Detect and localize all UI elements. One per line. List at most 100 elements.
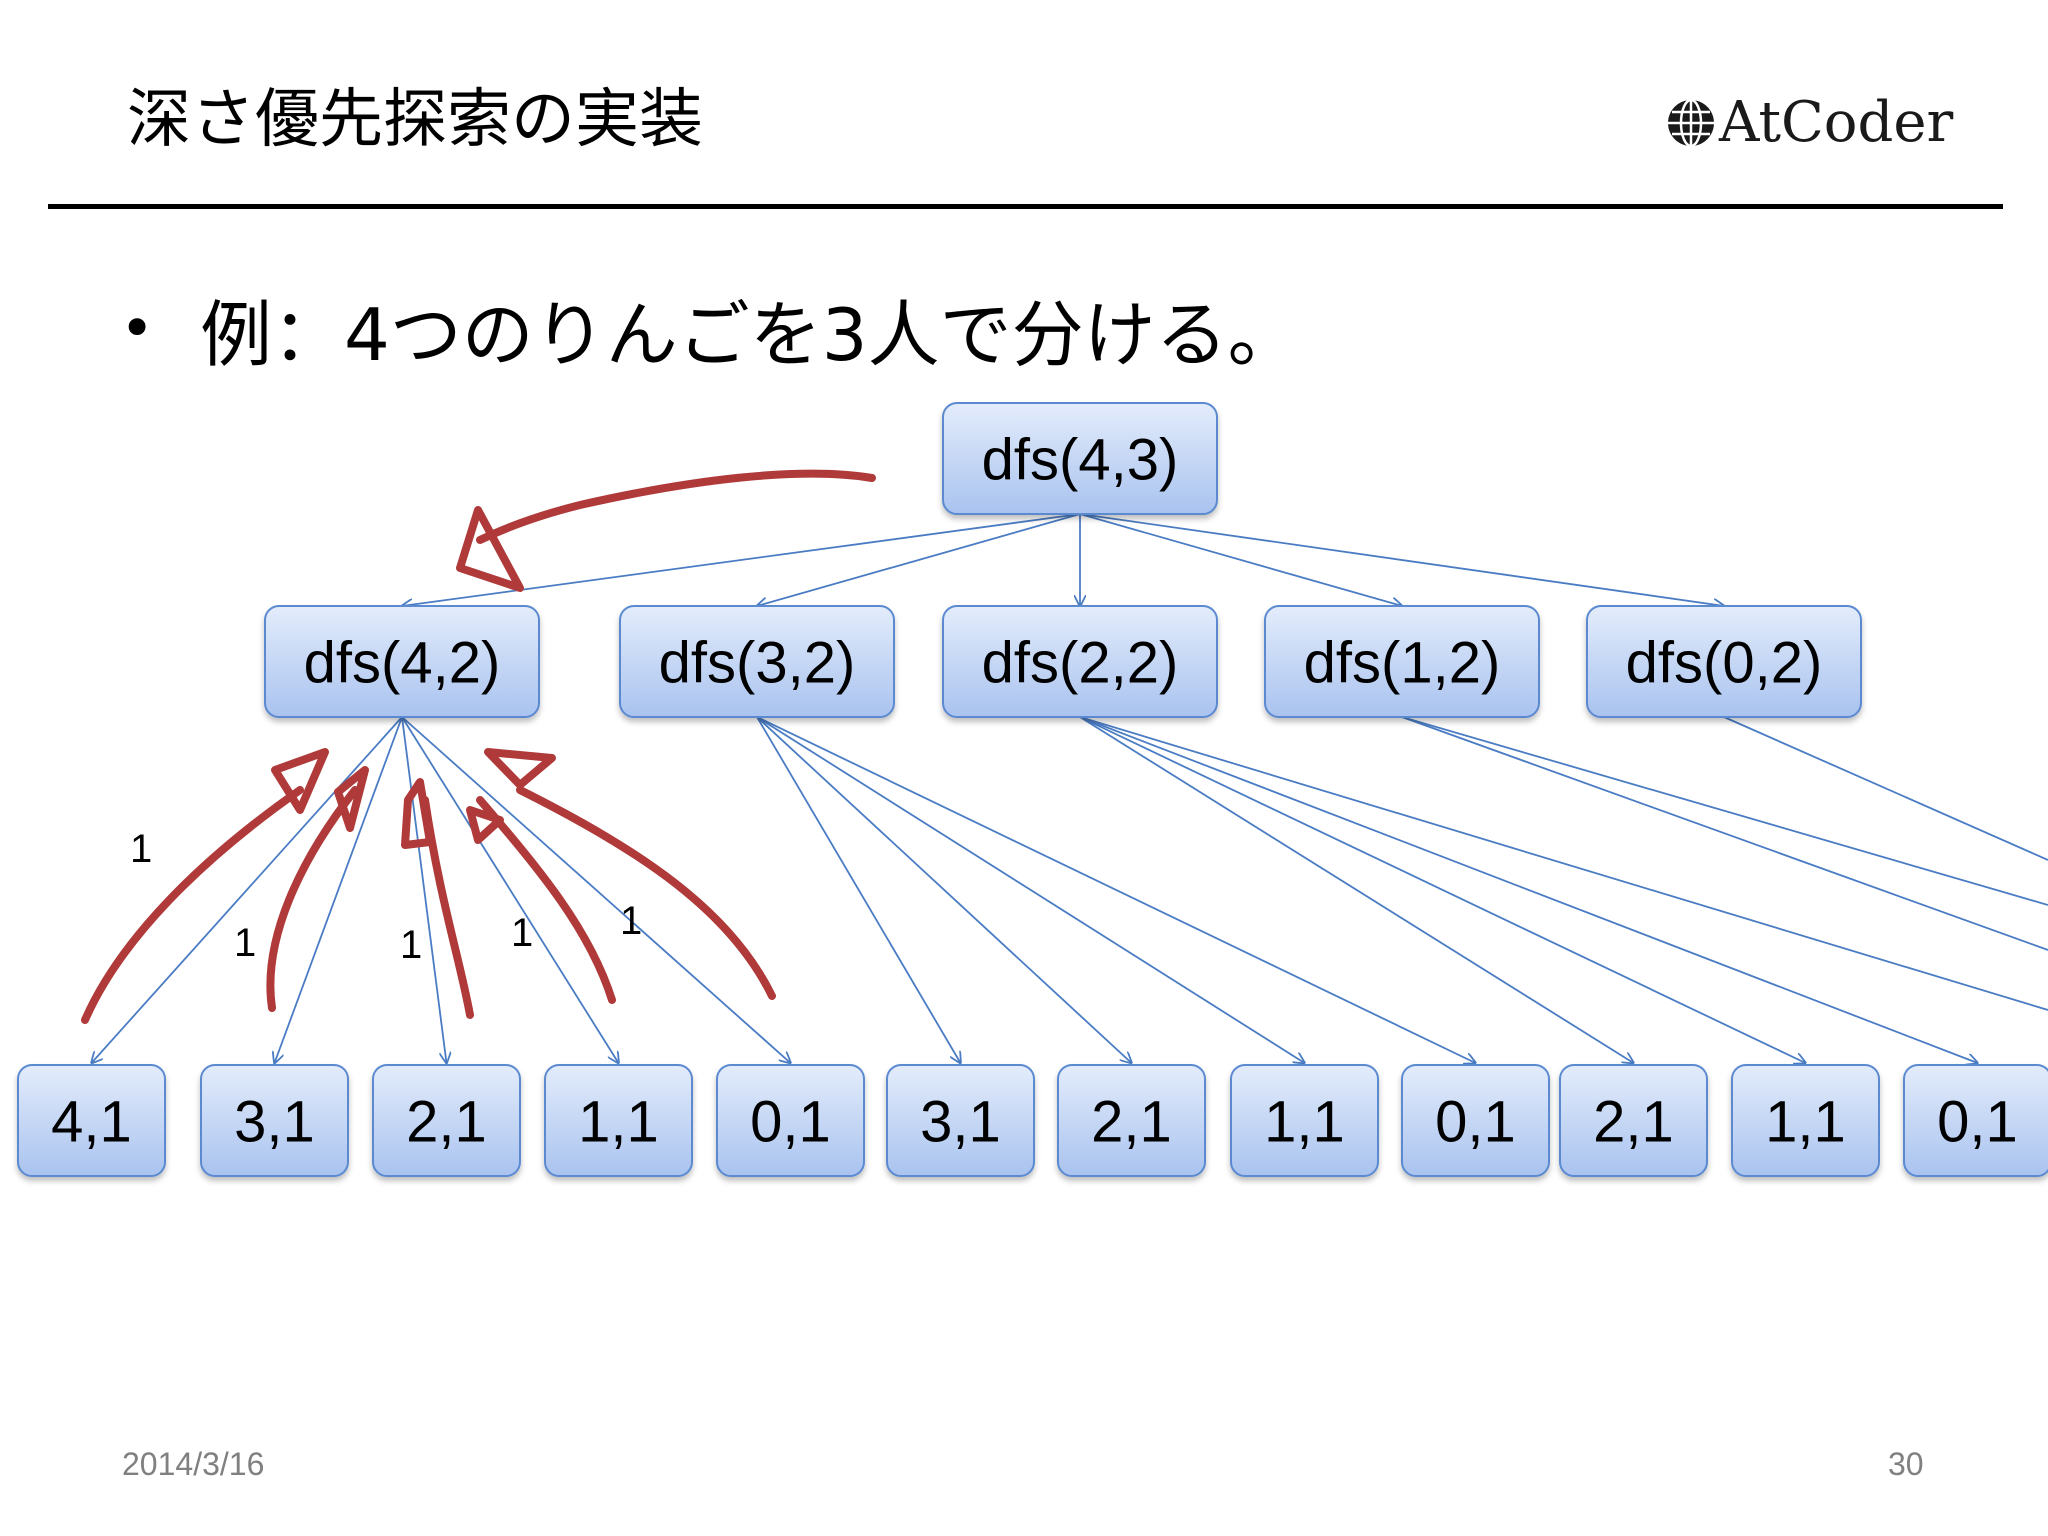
edge-root-to-l1-1 xyxy=(757,513,1081,606)
node-level2-0-label: 4,1 xyxy=(51,1089,132,1154)
node-level2-11-box xyxy=(1903,1064,2048,1177)
edge-l1-to-l2-7 xyxy=(756,716,1305,1063)
node-level2-3-box xyxy=(544,1064,693,1177)
node-level2-7: 1,1 xyxy=(1230,1064,1379,1177)
return-value-label: 1 xyxy=(511,911,533,955)
node-level2-1-box xyxy=(200,1064,349,1177)
edge-l1-to-l2-10 xyxy=(1079,716,1806,1063)
edge-offscreen-0 xyxy=(1079,716,2048,1011)
node-level2-11-label: 0,1 xyxy=(1937,1089,2018,1154)
bullet-item: • 例：4つのりんごを3人で分ける。 xyxy=(120,283,1300,377)
edge-root-to-l1-3 xyxy=(1079,513,1402,606)
annotation-return-arrowhead-3 xyxy=(401,778,434,849)
bullet-text: 例：4つのりんごを3人で分ける。 xyxy=(200,292,1300,377)
node-level1-0: dfs(4,2) xyxy=(264,605,540,718)
node-level2-9-label: 2,1 xyxy=(1593,1089,1674,1154)
edge-l1-to-l2-8 xyxy=(756,716,1476,1063)
edge-l1-to-l2-11 xyxy=(1079,716,1978,1063)
annotation-arrowhead-root xyxy=(456,506,524,592)
node-level2-9: 2,1 xyxy=(1559,1064,1708,1177)
title-divider xyxy=(48,204,2003,209)
node-level2-1-label: 3,1 xyxy=(234,1089,315,1154)
node-level1-1: dfs(3,2) xyxy=(619,605,895,718)
node-level1-3: dfs(1,2) xyxy=(1264,605,1540,718)
node-level2-6-box xyxy=(1057,1064,1206,1177)
annotation-return-arrow-2 xyxy=(266,786,359,1012)
edge-root-to-l1-0 xyxy=(402,513,1081,606)
node-level2-5: 3,1 xyxy=(886,1064,1035,1177)
node-level1-4-label: dfs(0,2) xyxy=(1626,630,1823,695)
annotation-return-arrowhead-4 xyxy=(466,806,504,844)
footer-date: 2014/3/16 xyxy=(122,1446,265,1482)
node-level2-3: 1,1 xyxy=(544,1064,693,1177)
annotation-return-arrowhead-1 xyxy=(271,748,329,814)
node-level2-8-label: 0,1 xyxy=(1435,1089,1516,1154)
node-level2-0-box xyxy=(17,1064,166,1177)
return-value-label: 1 xyxy=(130,827,152,871)
node-level2-2: 2,1 xyxy=(372,1064,521,1177)
node-level2-4-box xyxy=(716,1064,865,1177)
node-level2-11: 0,1 xyxy=(1903,1064,2048,1177)
node-level2-8-box xyxy=(1401,1064,1550,1177)
edge-l1-to-l2-4 xyxy=(401,716,791,1063)
page-number: 30 xyxy=(1888,1446,1924,1482)
node-level1-1-box xyxy=(619,605,895,718)
atcoder-logo: AtCoder xyxy=(1665,92,1953,154)
node-level1-0-box xyxy=(264,605,540,718)
slide-title: 深さ優先探索の実装 xyxy=(127,83,703,157)
edge-l1-to-l2-0 xyxy=(92,716,403,1063)
node-level2-7-box xyxy=(1230,1064,1379,1177)
node-level2-2-box xyxy=(372,1064,521,1177)
node-level1-3-label: dfs(1,2) xyxy=(1304,630,1501,695)
node-level1-2-label: dfs(2,2) xyxy=(982,630,1179,695)
edge-l1-to-l2-3 xyxy=(401,716,619,1063)
edge-l1-to-l2-1 xyxy=(275,716,403,1063)
return-value-label: 1 xyxy=(234,921,256,965)
node-level2-2-label: 2,1 xyxy=(406,1089,487,1154)
node-level1-2-box xyxy=(942,605,1218,718)
edge-offscreen-2 xyxy=(1401,716,2048,951)
annotation-return-arrow-4 xyxy=(476,796,616,1004)
annotation-return-arrowhead-2 xyxy=(334,766,369,832)
annotation-return-arrow-5 xyxy=(516,786,776,1000)
node-level2-5-label: 3,1 xyxy=(920,1089,1001,1154)
node-level1-4-box xyxy=(1586,605,1862,718)
node-level2-8: 0,1 xyxy=(1401,1064,1550,1177)
bullet-dot-icon: • xyxy=(120,294,155,362)
node-level2-6-label: 2,1 xyxy=(1091,1089,1172,1154)
node-level2-10: 1,1 xyxy=(1731,1064,1880,1177)
edge-l1-to-l2-6 xyxy=(756,716,1132,1063)
node-level1-0-label: dfs(4,2) xyxy=(304,630,501,695)
node-level1-3-box xyxy=(1264,605,1540,718)
edge-l1-to-l2-5 xyxy=(756,716,961,1063)
node-level1-1-label: dfs(3,2) xyxy=(659,630,856,695)
node-level2-4-label: 0,1 xyxy=(750,1089,831,1154)
edge-offscreen-3 xyxy=(1723,716,2048,861)
node-level2-5-box xyxy=(886,1064,1035,1177)
node-level2-4: 0,1 xyxy=(716,1064,865,1177)
node-root-label: dfs(4,3) xyxy=(982,427,1179,492)
node-level2-10-label: 1,1 xyxy=(1765,1089,1846,1154)
node-level2-3-label: 1,1 xyxy=(578,1089,659,1154)
annotation-return-arrowhead-5 xyxy=(484,748,556,789)
node-level1-4: dfs(0,2) xyxy=(1586,605,1862,718)
edge-l1-to-l2-9 xyxy=(1079,716,1634,1063)
return-value-label: 1 xyxy=(620,899,642,943)
annotation-return-arrow-1 xyxy=(81,786,304,1024)
node-level2-1: 3,1 xyxy=(200,1064,349,1177)
logo-text: AtCoder xyxy=(1719,90,1954,155)
annotation-arrow-root xyxy=(476,469,876,544)
node-level2-6: 2,1 xyxy=(1057,1064,1206,1177)
return-value-label: 1 xyxy=(400,923,422,967)
node-root: dfs(4,3) xyxy=(942,402,1218,515)
node-level1-2: dfs(2,2) xyxy=(942,605,1218,718)
node-level2-7-label: 1,1 xyxy=(1264,1089,1345,1154)
node-root-box xyxy=(942,402,1218,515)
node-level2-10-box xyxy=(1731,1064,1880,1177)
globe-icon xyxy=(1668,98,1714,148)
edge-offscreen-1 xyxy=(1401,716,2048,906)
node-level2-9-box xyxy=(1559,1064,1708,1177)
node-level2-0: 4,1 xyxy=(17,1064,166,1177)
